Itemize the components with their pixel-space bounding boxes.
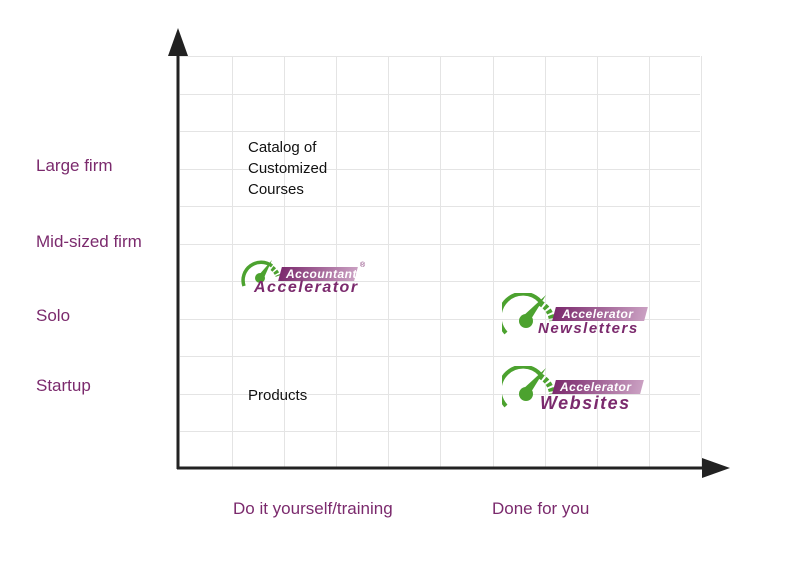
y-label-large-firm: Large firm	[36, 156, 113, 175]
grid-line-horizontal	[180, 56, 700, 57]
grid-line-vertical	[648, 56, 650, 468]
y-label-solo: Solo	[36, 306, 71, 325]
grid-line-horizontal	[180, 243, 700, 245]
x-label-done-for-you: Done for you	[492, 499, 590, 518]
grid-line-vertical	[232, 56, 233, 468]
logo-banner-text: Accelerator	[562, 307, 634, 321]
grid-line-vertical	[440, 56, 442, 468]
gauge-icon	[241, 260, 281, 287]
grid-line-vertical	[700, 56, 702, 468]
products-note: Products	[248, 387, 308, 404]
grid-line-horizontal	[180, 281, 700, 282]
catalog-line: Courses	[248, 181, 304, 198]
logo-banner-text: Accountant's	[286, 267, 368, 281]
catalog-note: Catalog of Customized Courses	[248, 137, 327, 200]
y-label-startup: Startup	[36, 376, 91, 395]
logo-main-text: Newsletters	[538, 320, 639, 337]
y-label-mid-sized-firm: Mid-sized firm	[36, 232, 142, 251]
grid-line-vertical	[284, 56, 286, 468]
x-axis-arrow	[702, 458, 730, 478]
grid-line-horizontal	[180, 393, 700, 395]
x-label-diy: Do it yourself/training	[233, 499, 393, 518]
grid-line-horizontal	[180, 318, 700, 320]
logo-banner-text: Accelerator	[560, 380, 632, 394]
grid-line-vertical	[596, 56, 598, 468]
accelerator-newsletters-logo: Accelerator Newsletters	[502, 293, 652, 339]
grid-line-vertical	[336, 56, 338, 468]
gauge-icon	[502, 293, 555, 335]
gauge-icon	[502, 366, 555, 408]
grid-line-vertical	[388, 56, 390, 468]
grid-line-vertical	[544, 56, 546, 468]
catalog-line: Catalog of	[248, 139, 317, 156]
grid-line-horizontal	[180, 93, 700, 95]
registered-mark: ®	[360, 262, 366, 269]
grid-line-horizontal	[180, 206, 700, 207]
grid-line-horizontal	[180, 431, 700, 432]
catalog-line: Customized	[248, 160, 328, 177]
y-axis-arrow	[168, 28, 188, 56]
logo-main-text: Accelerator	[254, 279, 359, 296]
grid-line-horizontal	[180, 168, 700, 170]
grid-line-horizontal	[180, 131, 700, 132]
logo-main-text: Websites	[540, 393, 631, 413]
grid-line-vertical	[492, 56, 494, 468]
accountants-accelerator-logo: Accountant's ® Accelerator	[238, 256, 368, 296]
accelerator-websites-logo: Accelerator Websites	[502, 366, 652, 414]
grid-line-horizontal	[180, 356, 700, 357]
